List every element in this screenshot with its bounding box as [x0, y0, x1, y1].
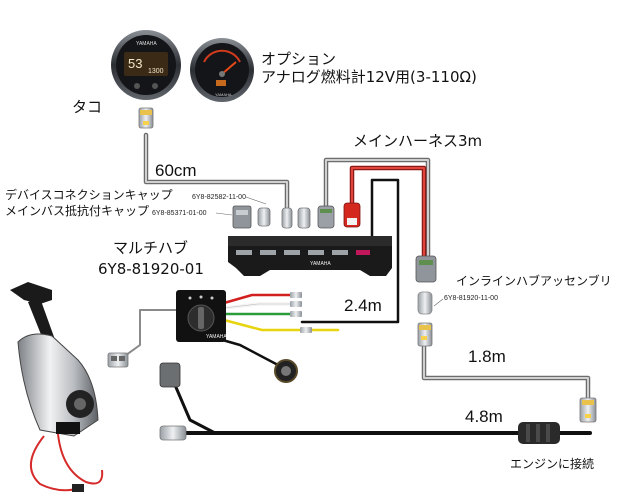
hub-plug-2	[297, 207, 311, 229]
inline-hub-part: 6Y8-81920-11-00	[444, 295, 498, 302]
main-harness-connector-red	[343, 202, 361, 228]
main-bus-cap-label: メインバス抵抗付キャップ	[5, 203, 149, 218]
remote-control-lever	[10, 282, 104, 492]
tach-connector	[138, 107, 154, 129]
cable-1-8m	[421, 343, 591, 403]
tach-button-right	[152, 83, 158, 89]
main-harness-label: メインハーネス3m	[353, 132, 482, 150]
harness-plug-left	[159, 425, 187, 441]
tach-display-main: 53	[128, 56, 142, 71]
switch-wire-connectors	[290, 292, 312, 333]
tach-display-sub: 1300	[148, 68, 164, 75]
wire-red	[222, 293, 292, 305]
tachometer-gauge: 53 1300 YAMAHA	[111, 30, 181, 100]
harness-plug-engine	[518, 422, 560, 444]
device-cap-label: デバイスコネクションキャップ	[5, 187, 173, 202]
length-60cm: 60cm	[155, 161, 197, 180]
fuel-brand: YAMAHA	[215, 92, 232, 97]
length-1-8m: 1.8m	[468, 347, 506, 366]
part-device-cap: 6Y8-82582-11-00	[192, 194, 246, 201]
key-switch-panel: YAMAHA	[176, 290, 227, 342]
tachometer-label: タコ	[72, 98, 102, 116]
hub-brand: YAMAHA	[310, 261, 331, 267]
device-connection-cap	[232, 205, 252, 229]
inline-hub-label: インラインハブアッセンブリ	[456, 273, 612, 288]
lever-connector	[159, 362, 181, 388]
wire-white	[222, 302, 292, 310]
switch-brand: YAMAHA	[206, 334, 227, 340]
fuel-gauge: YAMAHA	[190, 38, 254, 102]
length-2-4m: 2.4m	[344, 296, 382, 315]
hub-plug-1	[281, 207, 293, 229]
main-bus-resistor-cap	[257, 207, 271, 227]
part-main-bus-cap: 6Y8-85371-01-00	[152, 210, 207, 217]
tach-brand: YAMAHA	[136, 41, 157, 47]
switch-panel-plug	[107, 352, 129, 368]
length-4-8m: 4.8m	[465, 407, 503, 426]
wire-panel-to-plug	[121, 309, 177, 359]
multi-hub: YAMAHA	[228, 236, 392, 276]
main-harness-connector-grey	[317, 205, 335, 229]
cable-2-4m	[300, 178, 400, 324]
inline-hub-assembly	[415, 255, 437, 347]
lever-cable	[173, 383, 217, 435]
wire-yellow	[222, 318, 340, 332]
option-label-line2: アナログ燃料計12V用(3-110Ω)	[261, 68, 477, 86]
round-connector	[274, 359, 298, 383]
engine-connector-1-8m	[579, 397, 597, 423]
fuel-pump-icon	[216, 80, 226, 86]
multi-hub-part: 6Y8-81920-01	[98, 260, 204, 278]
wires	[121, 132, 592, 435]
multi-hub-label: マルチハブ	[113, 239, 188, 257]
engine-label: エンジンに接続	[510, 456, 594, 471]
option-label-line1: オプション	[261, 50, 336, 68]
tag-markers	[143, 121, 591, 418]
tach-button-left	[134, 83, 140, 89]
